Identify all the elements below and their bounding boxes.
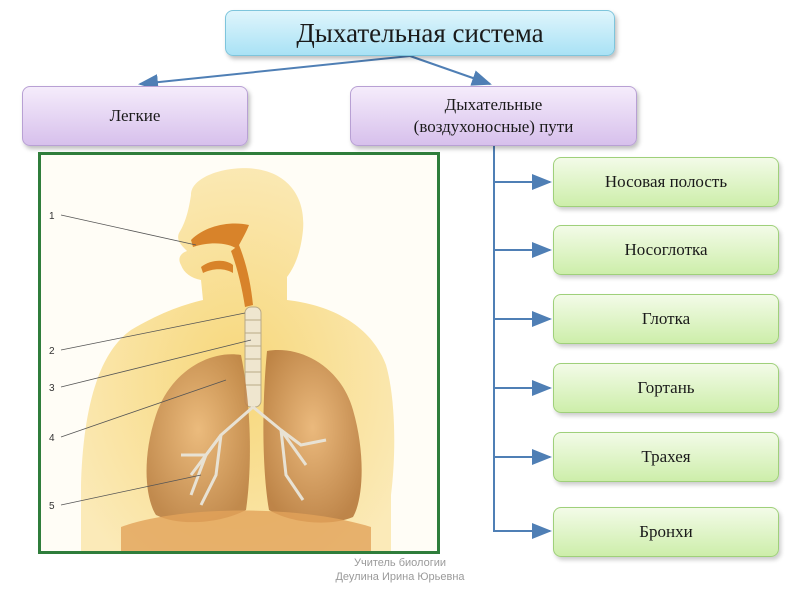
nasal-cavity-shape (191, 223, 249, 249)
left-lung-shape (146, 354, 250, 523)
airway-box-larynx: Гортань (553, 363, 779, 413)
bronchial-tree (181, 405, 327, 506)
trachea-shape (244, 306, 262, 408)
respiratory-illustration: 1 2 3 4 5 (38, 152, 440, 554)
footer-credit: Учитель биологии Деулина Ирина Юрьевна (300, 556, 500, 584)
airways-label-line1: Дыхательные (444, 95, 543, 114)
anatomy-drawing: 1 2 3 4 5 (49, 168, 395, 551)
airway-box-nasal-cavity: Носовая полость (553, 157, 779, 207)
figure-label-3: 3 (49, 383, 55, 394)
arrow-to-lungs (138, 55, 411, 91)
airway-box-bronchi: Бронхи (553, 507, 779, 557)
airway-box-trachea: Трахея (553, 432, 779, 482)
figure-label-1: 1 (49, 211, 55, 222)
footer-line-2: Деулина Ирина Юрьевна (335, 571, 465, 583)
airway-box-pharynx: Глотка (553, 294, 779, 344)
airway-box-nasopharynx: Носоглотка (553, 225, 779, 275)
figure-label-4: 4 (49, 433, 55, 444)
airways-box: Дыхательные (воздухоносные) пути (350, 86, 637, 146)
figure-label-5: 5 (49, 501, 55, 512)
airways-label-line2: (воздухоносные) пути (413, 117, 574, 136)
arrow-to-airways (409, 55, 492, 86)
footer-line-1: Учитель биологии (353, 557, 447, 569)
figure-label-2: 2 (49, 346, 55, 357)
diagram-title: Дыхательная система (225, 10, 615, 56)
pharynx-shape (231, 245, 253, 307)
diaphragm-shape (121, 510, 371, 551)
lungs-box: Легкие (22, 86, 248, 146)
